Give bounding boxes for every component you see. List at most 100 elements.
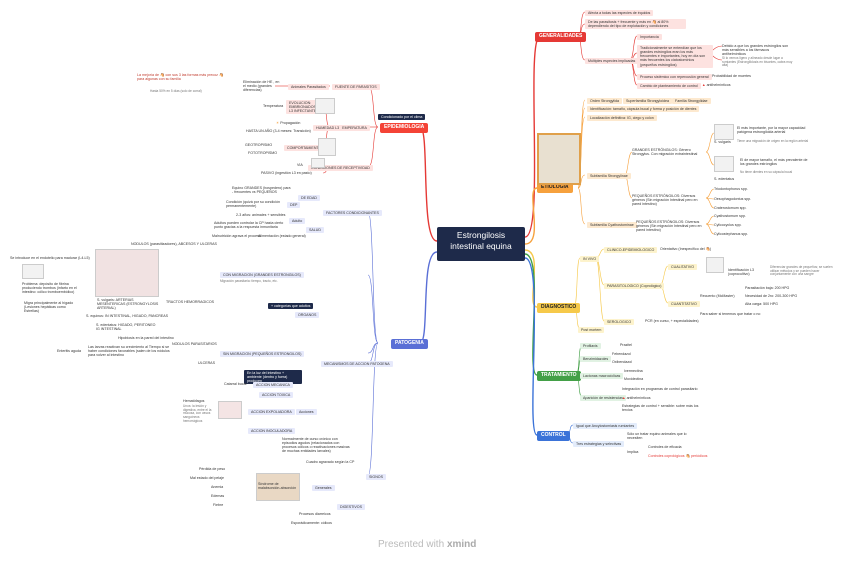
tto-prazitel[interactable]: Prazitel: [620, 343, 632, 347]
central-topic[interactable]: Estrongilosis intestinal equina: [437, 227, 525, 261]
tto-r3[interactable]: Estrategias de control + sensible: sobre…: [622, 404, 699, 413]
dx-parasitologico[interactable]: PARASITOLOGICO (Coprológico): [604, 283, 665, 290]
pat-acciones[interactable]: Acciones: [296, 409, 317, 416]
epi-humedad[interactable]: HUMEDAD L3: [313, 125, 343, 132]
pat-adulto[interactable]: Adulto: [289, 218, 306, 225]
dx-para-saber[interactable]: Para saber si tenemos que tratar o no: [700, 312, 761, 316]
dx-identificacion[interactable]: Identificación L3 (coprocultivo): [728, 268, 754, 277]
dx-recuento[interactable]: Recuento (McMaster): [700, 294, 735, 298]
gen-importancia[interactable]: Importancia: [637, 34, 662, 41]
pat-malnutricion[interactable]: Malnutrición agrava el proceso: [212, 234, 261, 238]
epi-geotropismo[interactable]: GEOTROPISMO: [245, 143, 273, 147]
epi-receptividad[interactable]: CONDICIONES DE RECEPTIVIDAD: [308, 165, 373, 172]
pat-nodulos[interactable]: NODULOS (parasitizadores), ABCESOS Y ULC…: [131, 242, 217, 246]
pat-en-la-luz[interactable]: En la luz del intestino + ambiente (dent…: [244, 370, 302, 385]
dx-serologico-desc[interactable]: PCR (en curso, + especialidades): [645, 319, 699, 323]
eti-pequenos-2[interactable]: PEQUEÑOS ESTRÓNGILOS: Diversos géneros (…: [636, 220, 702, 233]
ctrl-c1[interactable]: Controles de eficacia: [648, 445, 682, 449]
tto-resistencias[interactable]: Aparición de resistencias: [580, 395, 626, 402]
tto-ivermectina[interactable]: Ivermectina: [624, 369, 643, 373]
tto-lactonas[interactable]: Lactonas macrocíclicas: [580, 373, 624, 380]
branch-epidemiologia[interactable]: EPIDEMIOLOGIA: [380, 123, 429, 133]
pat-perdida[interactable]: Pérdida de peso: [199, 467, 226, 471]
eti-p5[interactable]: Cylicocyclus spp.: [714, 223, 742, 227]
branch-etiologia[interactable]: ETIOLOGIA: [537, 183, 573, 193]
pat-ulceras[interactable]: ULCERAS: [198, 361, 215, 365]
eti-p6[interactable]: Cylicostephanus spp.: [714, 232, 749, 236]
pat-migracion-desc[interactable]: Migración parasitaria: tiempo, tracto, e…: [220, 279, 278, 283]
pat-hemat-desc[interactable]: Unos: la lesión y digestiva, entre el la…: [183, 404, 212, 423]
pat-alimentacion[interactable]: Alimentación (estado general): [258, 234, 306, 238]
pat-catarral[interactable]: Catarral bucal: [224, 382, 247, 386]
dx-clinico[interactable]: CLINICO-EPIDEMIOLOGICO: [604, 247, 658, 254]
eti-svulgaris[interactable]: S. vulgaris: [714, 140, 731, 144]
pat-enteritis[interactable]: Enteritis aguda: [57, 349, 81, 353]
eti-cyathostominae[interactable]: Subfamilia Cyathostominae: [587, 222, 637, 229]
ctrl-igual[interactable]: Igual que Ancylostomiasis rumiantes: [573, 423, 638, 430]
eti-superfamilia[interactable]: Superfamilia Strongyloidea: [623, 98, 672, 105]
pat-salud[interactable]: SALUD: [306, 227, 324, 234]
eti-sedentatus-desc[interactable]: El de mayor tamaño, el más prevalente de…: [740, 158, 808, 167]
tto-profilaxis[interactable]: Profilaxis: [580, 343, 601, 350]
eti-orden[interactable]: Orden Strongylida: [587, 98, 622, 105]
gen-razon-1[interactable]: Debido a que los grandes estróngilos son…: [722, 44, 789, 57]
branch-generalidades[interactable]: GENERALIDADES: [535, 32, 587, 42]
epi-temp-label[interactable]: Temperatura: [263, 104, 284, 108]
gen-multiples[interactable]: Múltiples especies implicadas: [585, 58, 639, 65]
epi-hasta-un-ano[interactable]: HASTA UN AÑO (3-4 meses: Transición): [246, 129, 311, 133]
pat-digestivos[interactable]: DIGESTIVOS: [337, 504, 365, 511]
dx-identificacion-desc[interactable]: Diferenciar grandes de pequeños; se suel…: [770, 265, 833, 277]
dx-necesidad[interactable]: Necesidad de 2ro: 200-300 HPG: [745, 294, 798, 298]
pat-adultos[interactable]: Adultos pueden controlar la CP hasta cie…: [214, 221, 284, 230]
branch-patogenia[interactable]: PATOGENIA: [391, 339, 428, 349]
eti-svulgaris-extra[interactable]: Tiene una migración de origen en la regi…: [737, 139, 809, 143]
gen-probabilidad[interactable]: Probabilidad de muertes: [712, 74, 751, 78]
pat-accion-mecanica[interactable]: ACCION MECANICA: [253, 382, 293, 389]
pat-sequinus[interactable]: S. equinus: IN INTESTINAL, HIGADO, PANCR…: [86, 314, 169, 318]
gen-razon-2[interactable]: Si lo vemos ligero y alineado desde luga…: [722, 56, 793, 68]
tto-moxidectina[interactable]: Moxidectina: [624, 377, 644, 381]
pat-procesos[interactable]: Procesos diarreicos: [299, 512, 331, 516]
epi-fuente[interactable]: FUENTE DE PARASITOS: [332, 84, 380, 91]
pat-problema[interactable]: Problema: depósito de fibrina produciend…: [22, 282, 77, 295]
eti-familia[interactable]: Familia Strongylidae: [672, 98, 711, 105]
branch-diagnostico[interactable]: DIAGNOSTICO: [537, 303, 581, 313]
eti-sedentatus-extra[interactable]: No tiene dientes en su cápsula bucal: [740, 170, 793, 174]
epi-comportamiento[interactable]: COMPORTAMIENTO: [284, 145, 325, 152]
epi-mejoria[interactable]: La mejoría de 🐴 con sus 3 las formas más…: [137, 73, 224, 82]
branch-control[interactable]: CONTROL: [537, 431, 570, 441]
epi-fototropismo[interactable]: FOTOTROPISMO: [248, 151, 278, 155]
dx-cualitativo[interactable]: CUALITATIVO: [668, 264, 698, 271]
pat-edemas[interactable]: Edemas: [211, 494, 225, 498]
epi-animales[interactable]: Animales Parasitados: [288, 84, 329, 91]
ctrl-implica[interactable]: Implica: [627, 450, 639, 454]
eti-grandes[interactable]: GRANDES ESTRÓNGILOS: Género Strongylus. …: [632, 148, 698, 157]
dx-alta[interactable]: Alta carga: 500 HPG: [745, 302, 778, 306]
pat-normalmente[interactable]: Normalmente de curso crónico con episodi…: [282, 437, 350, 454]
dx-post-mortem[interactable]: Post mortem: [578, 327, 605, 334]
dx-in-vivo[interactable]: IN VIVO: [580, 256, 600, 263]
pat-sedentatus[interactable]: S. edentatus: HIGADO, PERITONEO IG INTES…: [96, 323, 156, 332]
pat-condicion[interactable]: Condición (quizá por su condición perman…: [226, 200, 280, 209]
pat-hipobiosis[interactable]: Hipobiosis en la pared del intestino: [118, 336, 174, 340]
pat-accion-toxica[interactable]: ACCION TOXICA: [259, 392, 294, 399]
pat-nodulos2[interactable]: NODULOS PARASITARIOS: [172, 342, 217, 346]
epi-temperatura[interactable]: TEMPERATURA: [337, 125, 370, 132]
pat-factores[interactable]: FACTORES CONDICIONANTES: [323, 210, 382, 217]
pat-organos[interactable]: ORGANOS: [295, 312, 320, 319]
pat-migra[interactable]: Migra principalmente al hígado (Lesiones…: [24, 301, 74, 314]
eti-p1[interactable]: Triodontophorus spp.: [714, 187, 748, 191]
pat-larvas[interactable]: Las larvas reactivan su crecimiento al T…: [88, 345, 170, 358]
pat-con-migracion[interactable]: CON MIGRACION (GRANDES ESTRONGILOS): [220, 272, 304, 279]
tto-febendazol[interactable]: Febendazol: [612, 352, 631, 356]
gen-antihelminticos[interactable]: ▲ antihelmínticos: [702, 83, 731, 87]
pat-generales[interactable]: Generales: [312, 485, 335, 492]
pat-tractos[interactable]: TRACTOS HEMORRAGICOS: [166, 300, 215, 304]
dx-clinico-desc[interactable]: Orientativo (Inespecífico del 🐴): [660, 247, 712, 251]
pat-signos[interactable]: SIGNOS: [366, 474, 386, 481]
epi-via[interactable]: VIA: [297, 163, 303, 167]
epi-hasta[interactable]: Hasta 50% en 5 días (solo de corral): [150, 89, 202, 93]
gen-afecta[interactable]: Afecta a todas las especies de équidos: [585, 10, 654, 17]
eti-p2[interactable]: Oesophagodontus spp.: [714, 197, 752, 201]
epi-eliminacion[interactable]: Eliminación de HE , en el medio (grandes…: [243, 80, 280, 93]
